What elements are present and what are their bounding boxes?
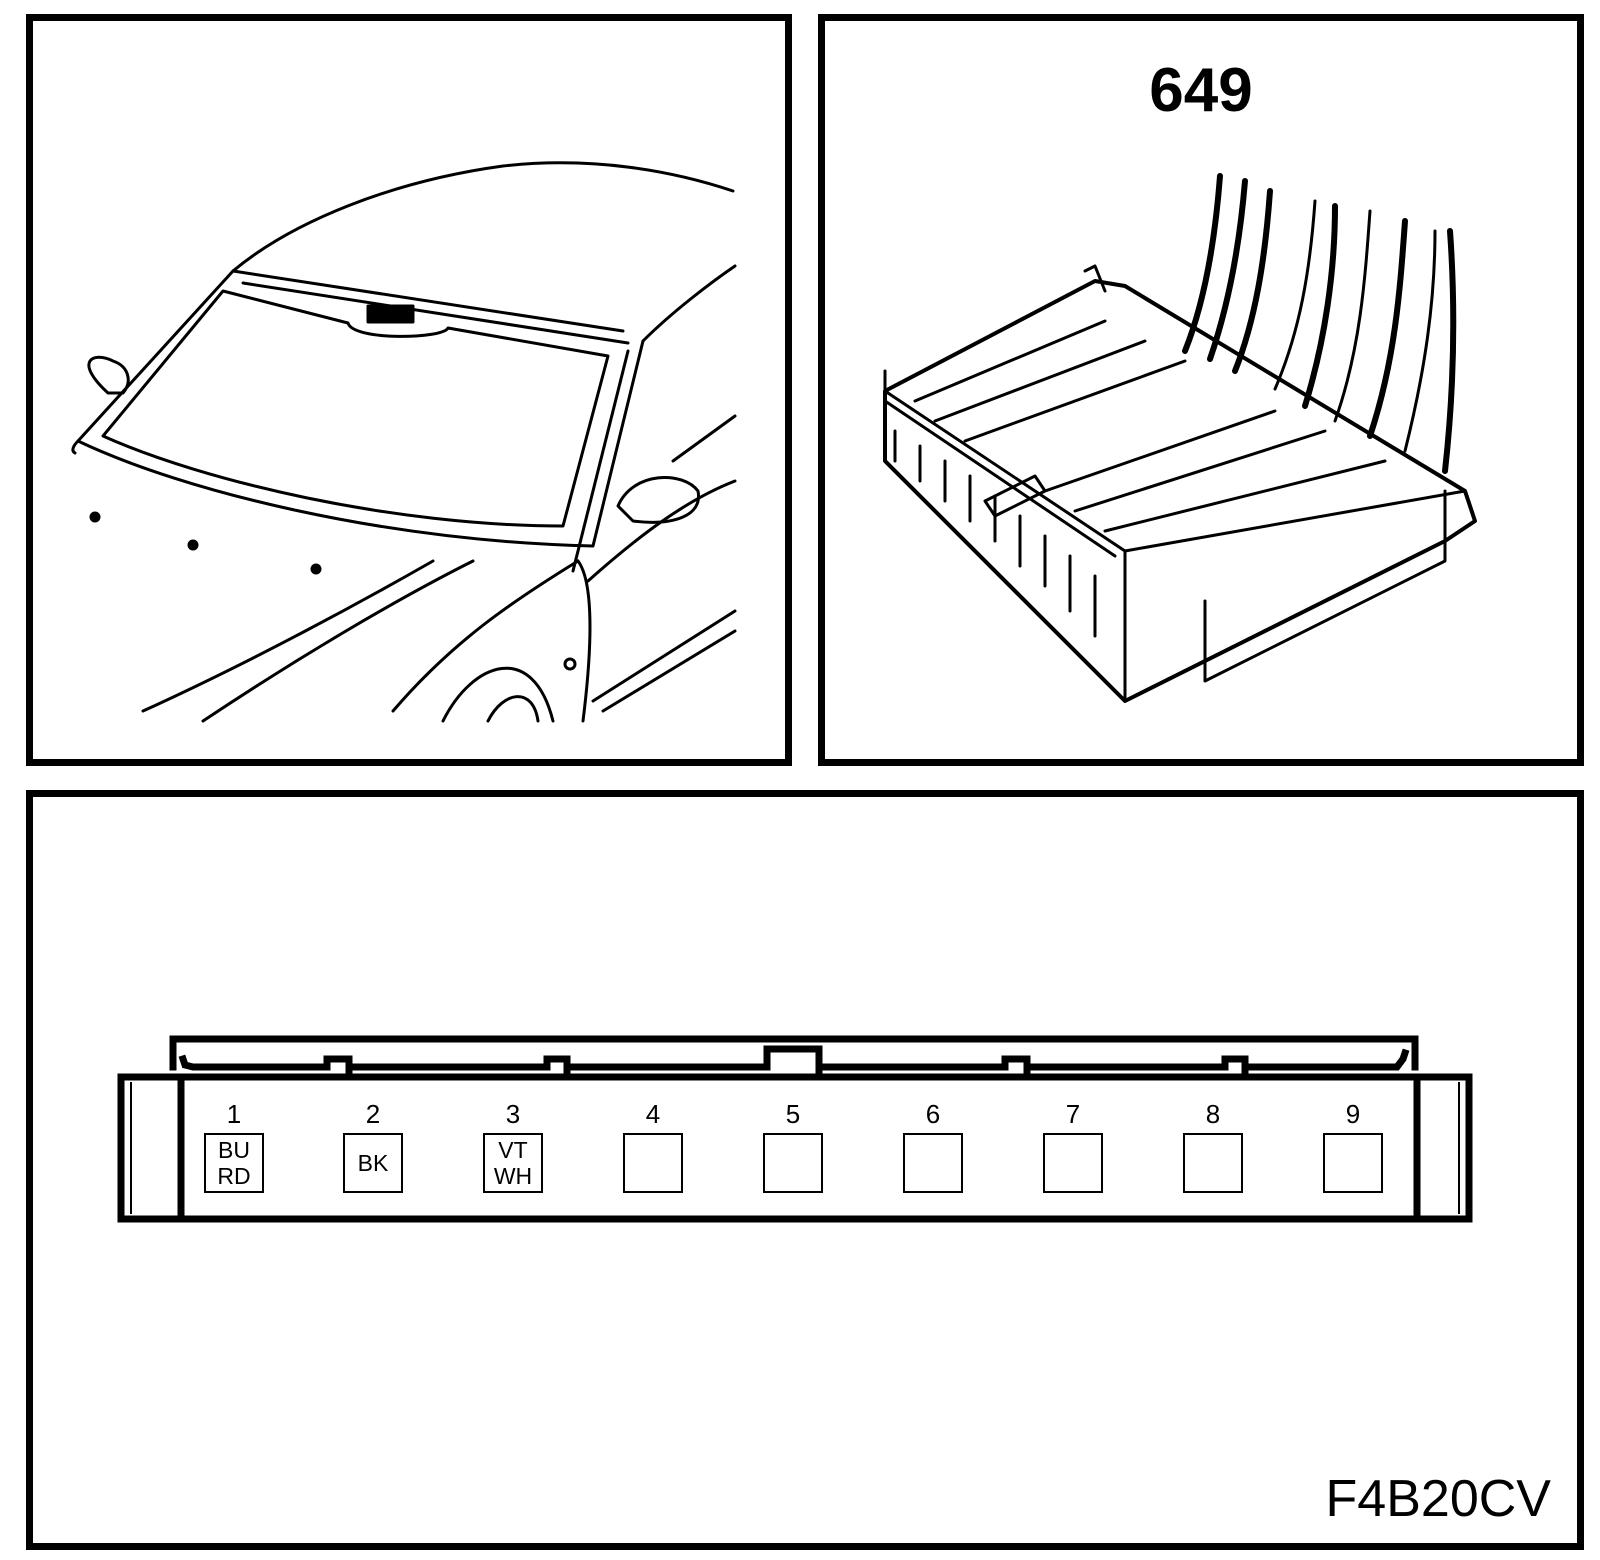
pin-cavity-3: VT WH bbox=[483, 1133, 543, 1193]
pin-cavity-4 bbox=[623, 1133, 683, 1193]
pin-number-9: 9 bbox=[1345, 1099, 1361, 1129]
pin-wire-color: VT bbox=[498, 1137, 528, 1163]
pin-wire-color: RD bbox=[217, 1163, 251, 1189]
pin-number-2: 2 bbox=[365, 1099, 381, 1129]
pin-cavity-6 bbox=[903, 1133, 963, 1193]
pin-wire-color: BU bbox=[218, 1137, 250, 1163]
pin-wire-color: WH bbox=[493, 1163, 533, 1189]
pin-cavity-5 bbox=[763, 1133, 823, 1193]
pin-number-8: 8 bbox=[1205, 1099, 1221, 1129]
pin-number-7: 7 bbox=[1065, 1099, 1081, 1129]
connector-number: 649 bbox=[1149, 56, 1253, 125]
figure-code: F4B20CV bbox=[1325, 1470, 1551, 1528]
pin-cavity-2: BK bbox=[343, 1133, 403, 1193]
pin-cavity-7 bbox=[1043, 1133, 1103, 1193]
connector-face-outline bbox=[117, 1035, 1473, 1223]
windshield-illustration bbox=[71, 161, 737, 723]
pin-number-4: 4 bbox=[645, 1099, 661, 1129]
pin-number-5: 5 bbox=[785, 1099, 801, 1129]
pin-number-6: 6 bbox=[925, 1099, 941, 1129]
connector-view-panel: 649 bbox=[818, 14, 1584, 766]
vehicle-location-panel bbox=[26, 14, 792, 766]
pin-cavity-1: BU RD bbox=[204, 1133, 264, 1193]
connector-illustration bbox=[883, 173, 1477, 703]
pin-number-3: 3 bbox=[505, 1099, 521, 1129]
pin-cavity-9 bbox=[1323, 1133, 1383, 1193]
pin-number-1: 1 bbox=[226, 1099, 242, 1129]
pin-cavity-8 bbox=[1183, 1133, 1243, 1193]
pinout-panel: 1 BU RD 2 BK 3 VT WH 4 5 6 7 8 9 F4B20CV bbox=[26, 790, 1584, 1550]
pin-wire-color: BK bbox=[357, 1150, 389, 1176]
